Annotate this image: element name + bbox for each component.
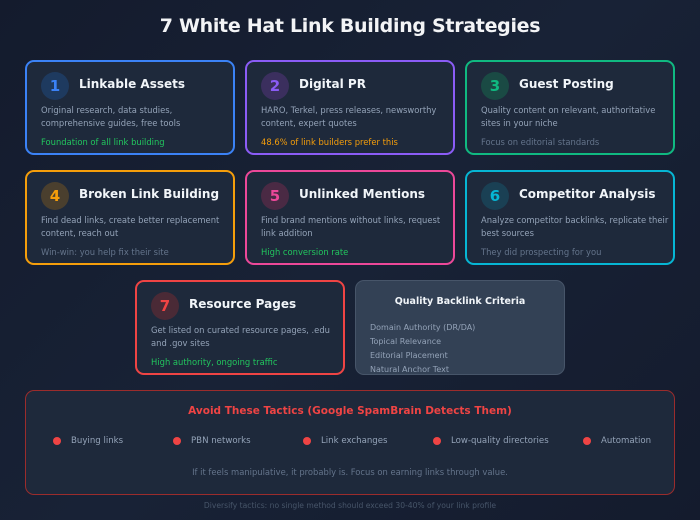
criteria-item: Natural Anchor Text [370, 365, 449, 374]
strategy-card-digital-pr: 2 Digital PR HARO, Terkel, press release… [245, 60, 455, 155]
avoid-title: Avoid These Tactics (Google SpamBrain De… [188, 405, 512, 417]
number-badge-icon: 2 [261, 72, 289, 100]
avoid-item-label: Link exchanges [321, 436, 388, 446]
card-note: 48.6% of link builders prefer this [261, 137, 398, 147]
number-badge-icon: 5 [261, 182, 289, 210]
card-title: Competitor Analysis [519, 187, 656, 201]
strategy-card-guest-posting: 3 Guest Posting Quality content on relev… [465, 60, 675, 155]
strategy-card-resource-pages: 7 Resource Pages Get listed on curated r… [135, 280, 345, 375]
criteria-item: Domain Authority (DR/DA) [370, 323, 476, 332]
card-note: Foundation of all link building [41, 137, 165, 147]
card-description: Quality content on relevant, authoritati… [481, 105, 656, 128]
card-description: Original research, data studies, compreh… [41, 105, 181, 128]
criteria-item: Topical Relevance [370, 337, 442, 346]
red-dot-icon [53, 437, 61, 445]
card-title: Resource Pages [189, 297, 297, 311]
card-title: Unlinked Mentions [299, 187, 426, 201]
criteria-item: Editorial Placement [370, 351, 448, 360]
card-description: Get listed on curated resource pages, .e… [151, 325, 330, 348]
avoid-item-label: Low-quality directories [451, 436, 549, 446]
card-note: High authority, ongoing traffic [151, 357, 278, 367]
page-title: 7 White Hat Link Building Strategies [159, 15, 541, 37]
number-badge-icon: 7 [151, 292, 179, 320]
red-dot-icon [583, 437, 591, 445]
card-title: Linkable Assets [79, 77, 185, 91]
strategy-card-competitor-analysis: 6 Competitor Analysis Analyze competitor… [465, 170, 675, 265]
card-title: Digital PR [299, 77, 366, 91]
footer-note: Diversify tactics: no single method shou… [203, 501, 497, 510]
card-title: Broken Link Building [79, 187, 220, 201]
card-description: Find brand mentions without links, reque… [261, 215, 441, 238]
card-note: Win-win: you help fix their site [41, 247, 169, 257]
card-note: High conversion rate [261, 247, 349, 257]
card-note: Focus on editorial standards [481, 137, 600, 147]
card-description: Find dead links, create better replaceme… [41, 215, 220, 238]
red-dot-icon [433, 437, 441, 445]
number-badge-icon: 3 [481, 72, 509, 100]
avoid-item-label: Buying links [71, 436, 124, 446]
avoid-item-label: PBN networks [191, 436, 251, 446]
strategy-card-unlinked-mentions: 5 Unlinked Mentions Find brand mentions … [245, 170, 455, 265]
avoid-item-label: Automation [601, 436, 652, 446]
card-note: They did prospecting for you [481, 247, 602, 257]
avoid-item-automation: Automation [583, 436, 651, 446]
avoid-tactics-panel: Avoid These Tactics (Google SpamBrain De… [25, 390, 675, 495]
card-title: Guest Posting [519, 77, 614, 91]
red-dot-icon [173, 437, 181, 445]
avoid-footnote: If it feels manipulative, it probably is… [192, 467, 508, 477]
number-badge-icon: 1 [41, 72, 69, 100]
avoid-item-link-exchanges: Link exchanges [303, 436, 388, 446]
card-description: Analyze competitor backlinks, replicate … [481, 215, 669, 238]
quality-criteria-panel: Quality Backlink Criteria Domain Authori… [355, 280, 565, 375]
strategy-card-linkable-assets: 1 Linkable Assets Original research, dat… [25, 60, 235, 155]
number-badge-icon: 4 [41, 182, 69, 210]
avoid-item-low-quality-directories: Low-quality directories [433, 436, 549, 446]
avoid-item-buying-links: Buying links [53, 436, 123, 446]
avoid-item-pbn-networks: PBN networks [173, 436, 251, 446]
criteria-title: Quality Backlink Criteria [394, 296, 526, 307]
strategy-card-broken-link-building: 4 Broken Link Building Find dead links, … [25, 170, 235, 265]
red-dot-icon [303, 437, 311, 445]
card-description: HARO, Terkel, press releases, newsworthy… [261, 105, 437, 128]
number-badge-icon: 6 [481, 182, 509, 210]
criteria-list: Domain Authority (DR/DA) Topical Relevan… [370, 321, 475, 377]
